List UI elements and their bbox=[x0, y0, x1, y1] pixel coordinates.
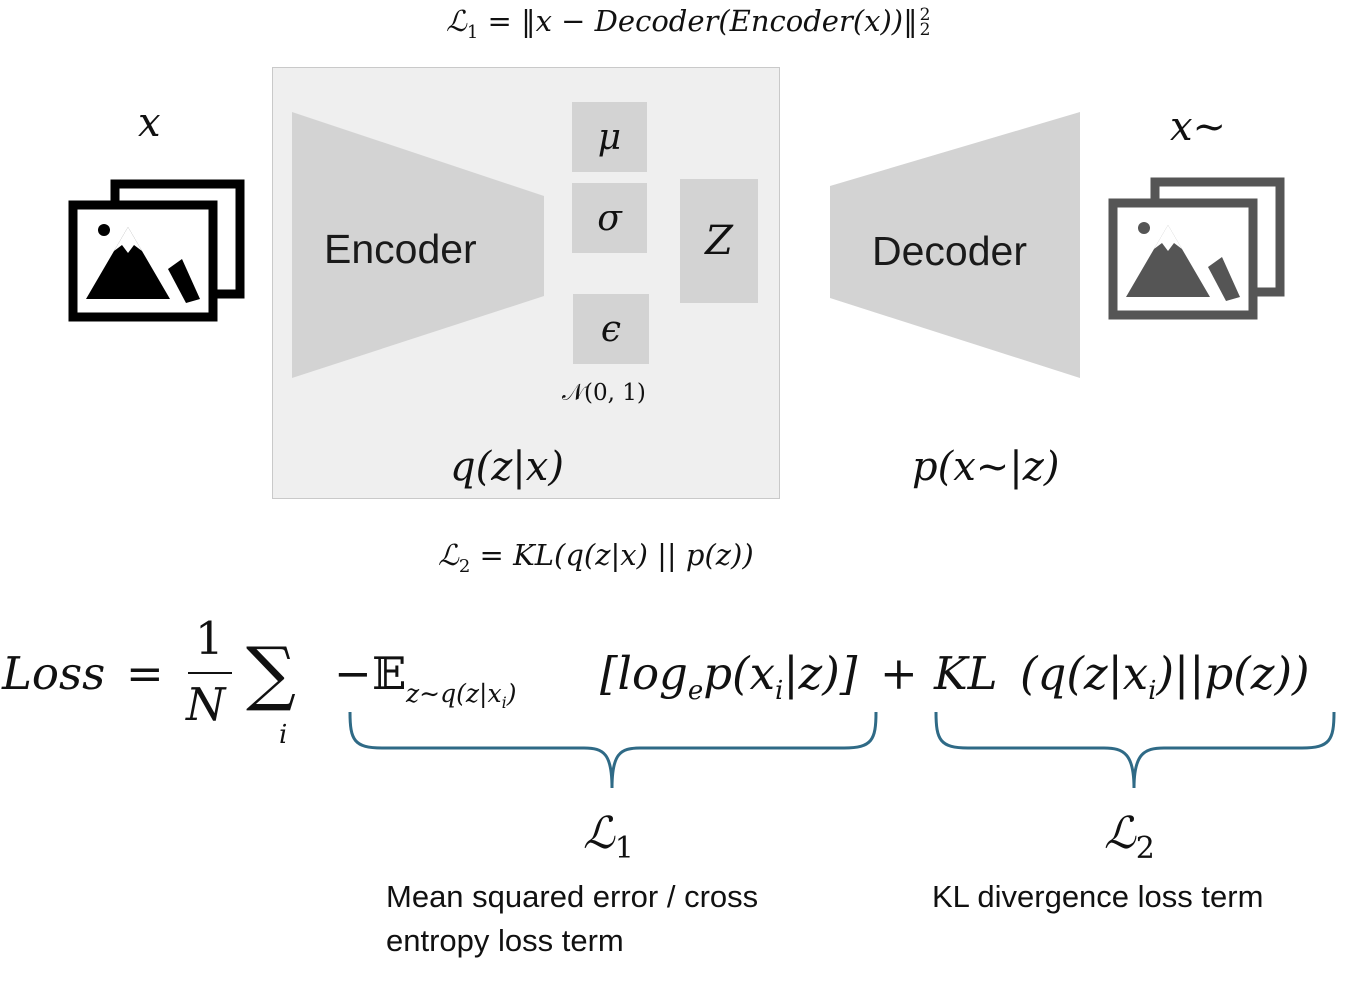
norm-superscript: 2 bbox=[919, 5, 931, 25]
epsilon-box: ϵ bbox=[573, 294, 649, 364]
sigma-symbol: σ bbox=[597, 197, 622, 239]
fraction-bar bbox=[188, 672, 232, 674]
sum-symbol: ∑ bbox=[246, 632, 296, 714]
kl-operator: KL bbox=[934, 647, 998, 700]
expectation-subscript: z∼q(z|xi) bbox=[406, 679, 517, 712]
mu-symbol: μ bbox=[597, 116, 622, 158]
l2-caption: KL divergence loss term bbox=[932, 879, 1264, 914]
input-label: x bbox=[138, 100, 161, 146]
expectation-symbol: 𝔼 bbox=[372, 647, 407, 700]
encoder-distribution: q(z|x) bbox=[450, 444, 564, 490]
reconstruction-body: = ‖x − Decoder(Encoder(x))‖ bbox=[478, 4, 918, 38]
l2-subscript: 2 bbox=[458, 555, 471, 577]
minus-sign: − bbox=[334, 647, 372, 700]
loss-formula: Loss = 1 N ∑ i − 𝔼 z∼q(z|xi) [logep(xi|z… bbox=[2, 612, 1356, 762]
kl-body: = KL(q(z|x) || p(z)) bbox=[470, 538, 754, 572]
sum-index: i bbox=[279, 720, 288, 750]
sigma-box: σ bbox=[572, 183, 647, 253]
norm-subscript: 2 bbox=[919, 20, 931, 40]
l2-symbol: ℒ bbox=[438, 538, 459, 572]
kl-equation: ℒ2 = KL(q(z|x) || p(z)) bbox=[438, 538, 754, 577]
output-image-icon bbox=[1108, 177, 1285, 320]
z-box: Z bbox=[680, 179, 758, 303]
output-label: x~ bbox=[1170, 104, 1227, 150]
epsilon-symbol: ϵ bbox=[600, 308, 622, 350]
input-image-icon bbox=[68, 179, 245, 322]
l1-subscript: 1 bbox=[466, 21, 479, 43]
encoder-trapezoid bbox=[292, 112, 544, 378]
reconstruction-term: [logep(xi|z)] bbox=[600, 647, 858, 706]
decoder-label: Decoder bbox=[872, 228, 1027, 274]
normal-prior-label: 𝒩(0, 1) bbox=[562, 380, 646, 406]
plus-sign: + bbox=[880, 647, 918, 700]
encoder-label: Encoder bbox=[324, 226, 477, 272]
l2-annotation-symbol: ℒ2 bbox=[1104, 808, 1155, 866]
decoder-distribution: p(x~|z) bbox=[912, 444, 1060, 490]
l1-caption-line1: Mean squared error / cross bbox=[386, 879, 759, 914]
kl-term: (q(z|xi)||p(z)) bbox=[1020, 647, 1310, 706]
z-symbol: Z bbox=[705, 218, 733, 264]
decoder-trapezoid bbox=[830, 112, 1080, 378]
l2-brace bbox=[934, 711, 1336, 789]
l1-brace bbox=[348, 711, 878, 789]
fraction-numerator: 1 bbox=[195, 612, 224, 665]
equals-sign: = bbox=[126, 647, 164, 700]
l1-annotation-symbol: ℒ1 bbox=[583, 808, 634, 866]
l1-caption-line2: entropy loss term bbox=[386, 923, 624, 958]
mu-box: μ bbox=[572, 102, 647, 172]
l1-symbol: ℒ bbox=[446, 4, 467, 38]
loss-word: Loss bbox=[2, 647, 106, 700]
fraction-denominator: N bbox=[186, 678, 226, 731]
